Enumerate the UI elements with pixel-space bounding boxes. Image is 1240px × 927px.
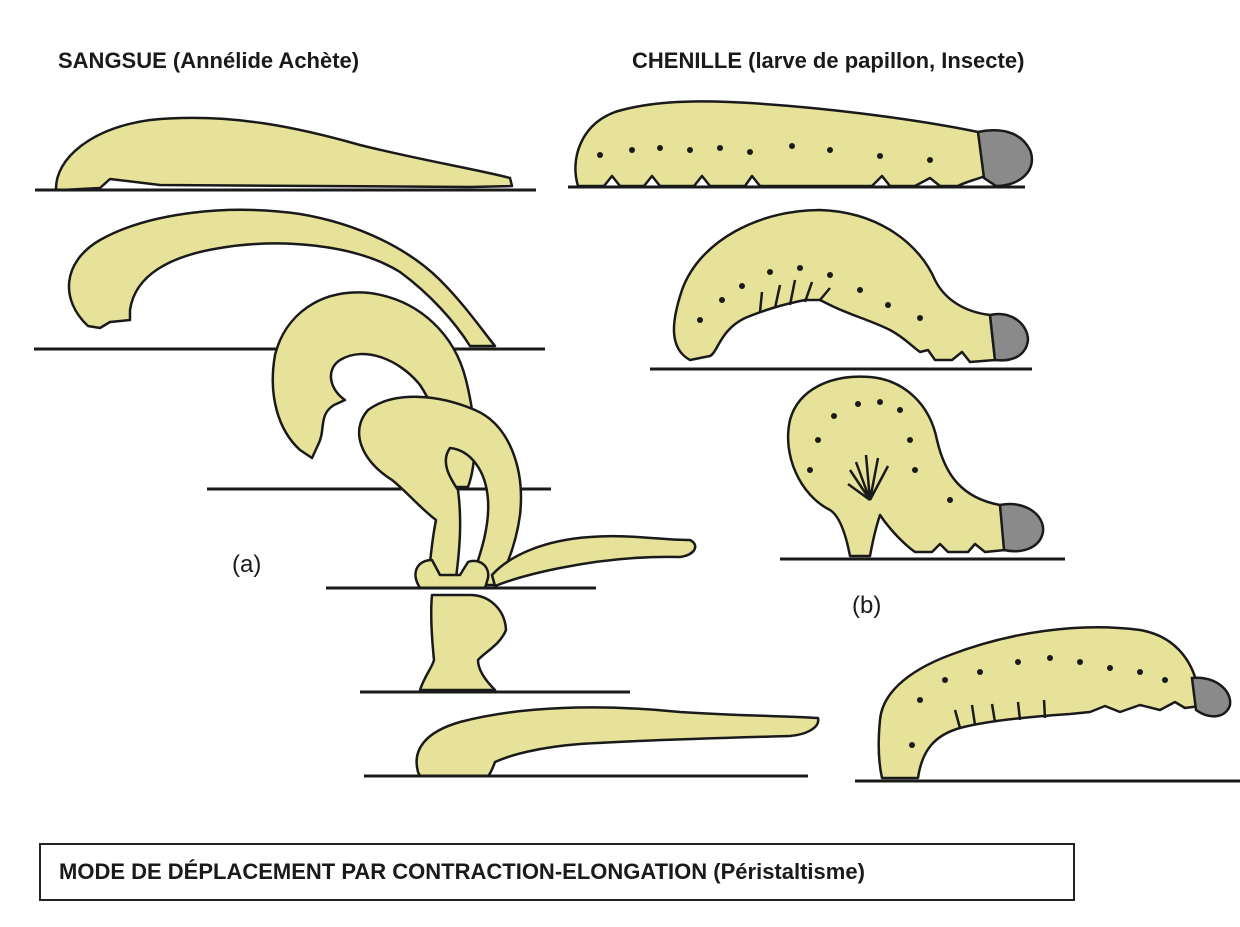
leech-stage-5 [360, 595, 630, 692]
caption-box: MODE DE DÉPLACEMENT PAR CONTRACTION-ELON… [39, 843, 1075, 901]
leech-part-label: (a) [232, 551, 261, 579]
leech-stage-4b [492, 536, 695, 586]
caterpillar-part-label: (b) [852, 592, 881, 620]
leech-sequence [34, 118, 818, 776]
caterpillar-sequence [568, 101, 1240, 781]
leech-stage-6 [364, 707, 818, 776]
caterpillar-stage-1 [568, 101, 1032, 187]
caption-text: MODE DE DÉPLACEMENT PAR CONTRACTION-ELON… [59, 859, 865, 885]
leech-stage-1 [35, 118, 536, 190]
caterpillar-stage-4 [855, 627, 1240, 781]
caterpillar-stage-3 [780, 377, 1065, 559]
caterpillar-stage-2 [650, 210, 1032, 369]
